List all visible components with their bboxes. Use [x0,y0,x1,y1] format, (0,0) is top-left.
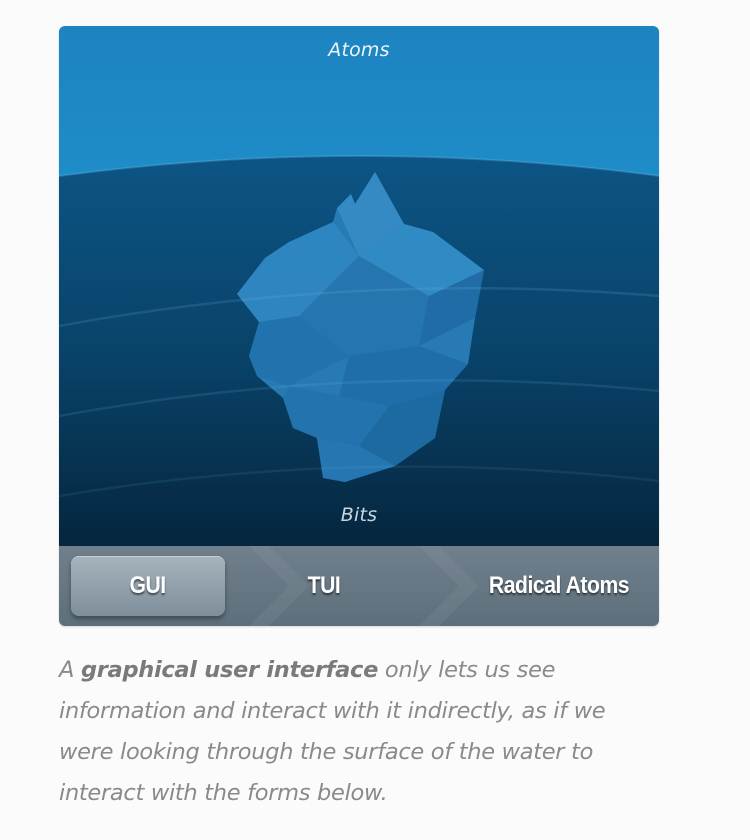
caption-emphasis: graphical user interface [80,657,379,683]
tab-gui[interactable]: GUI [71,556,225,616]
iceberg-figure: Atoms Bits GUI TUI Radical Atoms [59,26,659,626]
tab-gui-label: GUI [129,572,167,599]
caption-body: only lets us see information and interac… [59,657,606,806]
iceberg-illustration [59,26,659,546]
chevron-divider-icon [249,546,479,626]
iceberg-scene: Atoms Bits [59,26,659,546]
iceberg-shape [237,172,484,482]
caption-text: A graphical user interface only lets us … [59,650,659,814]
caption-prefix: A [59,657,81,683]
tab-tui[interactable]: TUI [307,572,341,599]
tab-radical-atoms[interactable]: Radical Atoms [488,572,630,599]
bits-label: Bits [340,504,378,526]
atoms-label: Atoms [328,39,390,61]
interface-tab-bar: GUI TUI Radical Atoms [59,546,659,626]
